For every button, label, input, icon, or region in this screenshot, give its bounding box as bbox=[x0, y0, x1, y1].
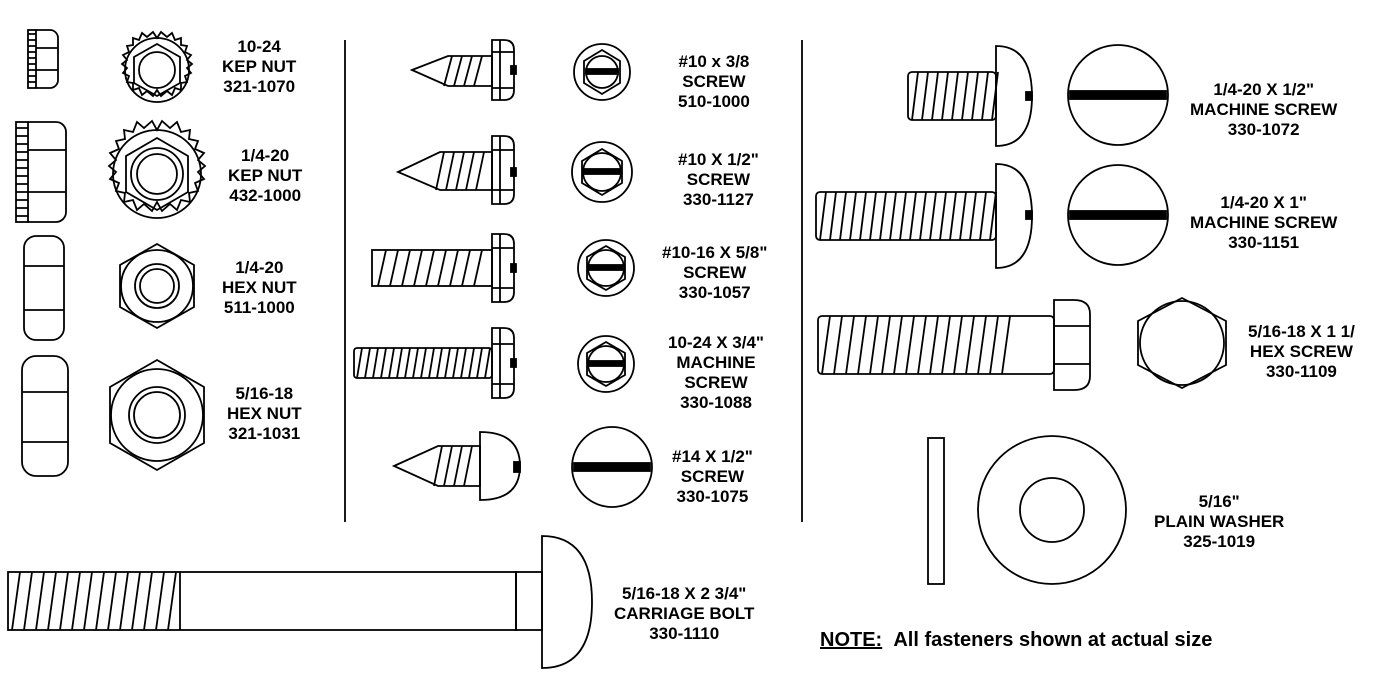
hex-screw-side-view-icon bbox=[817, 299, 1091, 391]
slotted-head-front-view-icon bbox=[1067, 164, 1169, 266]
fastener-label-line: 10-24 bbox=[237, 37, 281, 56]
machine-screw-side-view-icon bbox=[907, 45, 1033, 147]
fastener-label-line: 432-1000 bbox=[229, 186, 302, 205]
note: NOTE: All fasteners shown at actual size bbox=[820, 628, 1212, 652]
kep-nut-side-view-icon bbox=[15, 121, 67, 223]
fastener-label-line: MACHINE SCREW bbox=[1190, 100, 1338, 119]
fastener-label-line: 1/4-20 X 1/2" bbox=[1213, 80, 1315, 99]
washer-front-view-icon bbox=[977, 435, 1127, 585]
hex-nut-side-view-icon bbox=[23, 235, 65, 341]
fastener-label-line: 5/16-18 X 1 1/ bbox=[1248, 322, 1355, 341]
fastener-label-line: 330-1075 bbox=[676, 487, 749, 506]
slotted-head-front-view-icon bbox=[1067, 44, 1169, 146]
slotted-head-front-view-icon bbox=[571, 426, 653, 508]
kep-nut-front-view-icon bbox=[107, 119, 207, 219]
fastener-label-line: 330-1127 bbox=[682, 190, 754, 209]
fastener-label-line: MACHINE SCREW bbox=[1190, 213, 1338, 232]
fastener-label-line: 511-1000 bbox=[223, 298, 295, 317]
fastener-label-line: 1/4-20 bbox=[241, 146, 290, 165]
fastener-label-line: 330-1109 bbox=[1265, 362, 1337, 381]
hex-nut-front-view-icon bbox=[109, 358, 205, 472]
fastener-label-line: 5/16" bbox=[1198, 492, 1240, 511]
note-text: All fasteners shown at actual size bbox=[893, 629, 1213, 651]
fastener-label-line: 321-1070 bbox=[223, 77, 296, 96]
fastener-label-line: CARRIAGE BOLT bbox=[614, 604, 755, 623]
note-keyword: NOTE: bbox=[820, 629, 883, 651]
fastener-label-line: #14 X 1/2" bbox=[672, 447, 753, 466]
fastener-label-line: 330-1151 bbox=[1228, 233, 1300, 252]
fastener-label-line: 10-24 X 3/4" bbox=[668, 333, 764, 352]
fastener-label-line: 321-1031 bbox=[228, 424, 301, 443]
fastener-label-line: 330-1088 bbox=[680, 393, 752, 412]
fastener-label-line: 510-1000 bbox=[678, 92, 750, 111]
washer-side-view-icon bbox=[927, 437, 945, 585]
machine-screw-side-view-icon bbox=[353, 327, 517, 399]
hex-slotted-head-front-view-icon bbox=[577, 335, 635, 393]
fastener-label-line: 325-1019 bbox=[1183, 532, 1256, 551]
fastener-label-line: #10 x 3/8 bbox=[678, 52, 750, 71]
sheet-metal-screw-side-view-icon bbox=[409, 39, 517, 101]
fastener-label-line: SCREW bbox=[683, 263, 747, 282]
hex-slotted-head-front-view-icon bbox=[577, 239, 635, 297]
fastener-label-line: 330-1072 bbox=[1227, 120, 1300, 139]
hex-slotted-head-front-view-icon bbox=[573, 43, 631, 101]
fastener-label-line: SCREW bbox=[682, 72, 746, 91]
fastener-label-line: HEX NUT bbox=[227, 404, 302, 423]
pan-head-screw-side-view-icon bbox=[391, 431, 521, 501]
fastener-label-line: #10 X 1/2" bbox=[678, 150, 759, 169]
carriage-bolt-side-view-icon bbox=[7, 535, 593, 669]
fastener-label-line: HEX NUT bbox=[222, 278, 297, 297]
fastener-label-line: 5/16-18 bbox=[235, 384, 294, 403]
fastener-label-line: KEP NUT bbox=[222, 57, 297, 76]
fastener-label-line: 5/16-18 X 2 3/4" bbox=[622, 584, 747, 603]
fastener-label-line: #10-16 X 5/8" bbox=[662, 243, 768, 262]
fastener-label-line: 330-1110 bbox=[649, 624, 720, 643]
fastener-label-line: SCREW bbox=[686, 170, 751, 189]
hex-nut-front-view-icon bbox=[119, 242, 195, 330]
fastener-label-line: SCREW bbox=[684, 373, 748, 392]
kep-nut-front-view-icon bbox=[120, 30, 194, 103]
sheet-metal-screw-side-view-icon bbox=[395, 135, 517, 205]
fastener-label-line: PLAIN WASHER bbox=[1154, 512, 1285, 531]
fastener-label-line: SCREW bbox=[680, 467, 745, 486]
hex-nut-side-view-icon bbox=[21, 355, 69, 477]
hex-head-front-view-icon bbox=[1137, 296, 1227, 390]
hex-slotted-head-front-view-icon bbox=[571, 141, 633, 203]
machine-screw-side-view-icon bbox=[815, 163, 1033, 269]
fastener-label-line: 1/4-20 bbox=[235, 258, 284, 277]
fastener-label-line: 330-1057 bbox=[678, 283, 751, 302]
self-drilling-screw-side-view-icon bbox=[371, 233, 517, 303]
fastener-label-line: MACHINE bbox=[676, 353, 756, 372]
fastener-label-line: KEP NUT bbox=[228, 166, 303, 185]
fastener-label-line: HEX SCREW bbox=[1249, 342, 1353, 361]
kep-nut-side-view-icon bbox=[27, 29, 59, 89]
fastener-label-line: 1/4-20 X 1" bbox=[1220, 193, 1307, 212]
